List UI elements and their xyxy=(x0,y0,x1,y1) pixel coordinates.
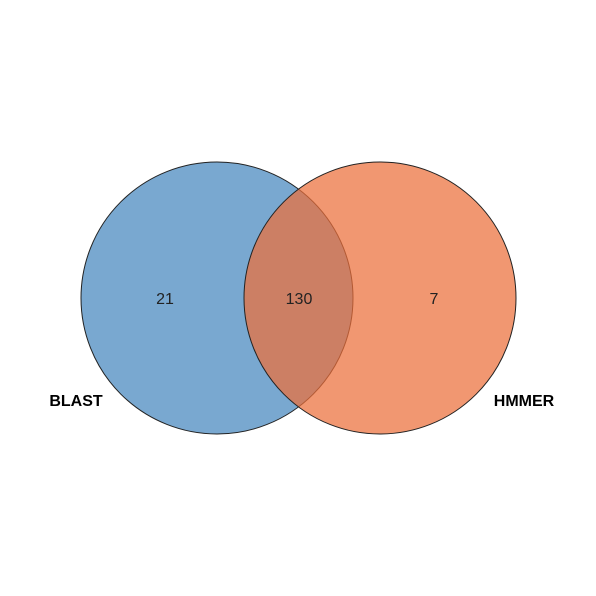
blast-set-label: BLAST xyxy=(49,393,103,410)
intersection-count: 130 xyxy=(286,291,313,308)
hmmer-set-label: HMMER xyxy=(494,393,555,410)
blast-only-count: 21 xyxy=(156,291,174,308)
hmmer-circle xyxy=(243,161,517,435)
hmmer-only-count: 7 xyxy=(430,291,439,308)
